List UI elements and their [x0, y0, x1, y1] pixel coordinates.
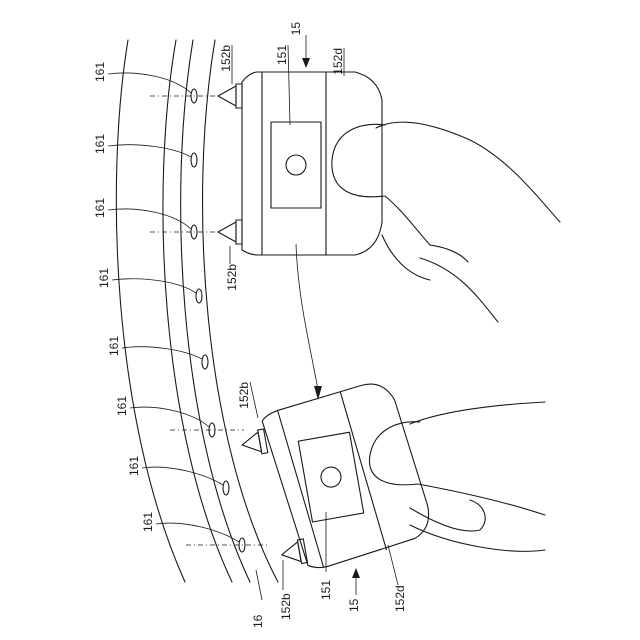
label-161: 161: [93, 62, 107, 82]
figure-labels: 15 151 152d 152b 152b 152b 152b 151 15 1…: [93, 22, 407, 628]
label-16: 16: [251, 614, 265, 628]
bottom-device: [235, 378, 435, 578]
bottom-device-body: [259, 378, 435, 574]
top-thumb: [332, 124, 385, 197]
rim-hole-4: [196, 289, 202, 303]
top-device-body: [242, 72, 382, 255]
label-15-top: 15: [289, 22, 303, 36]
label-151-bottom: 151: [319, 580, 333, 600]
label-161: 161: [127, 456, 141, 476]
label-161: 161: [107, 336, 121, 356]
top-pin-upper: [218, 86, 236, 106]
label-161: 161: [93, 134, 107, 154]
bottom-hand: [369, 402, 545, 551]
rim: [116, 40, 278, 582]
rim-hole-2: [191, 153, 197, 167]
label-161: 161: [93, 198, 107, 218]
rim-inner-edge-1: [163, 40, 232, 582]
bottom-thumb: [369, 422, 420, 485]
label-152d-bottom: 152d: [393, 585, 407, 612]
rim-inner-edge-2: [181, 40, 250, 582]
label-15-bottom: 15: [347, 598, 361, 612]
rim-hole-7: [223, 481, 229, 495]
rim-inner-edge-3: [203, 40, 278, 582]
top-device-sensor: [286, 155, 306, 175]
label-152b-top-lower: 152b: [225, 264, 239, 291]
rim-outer-edge: [116, 40, 185, 582]
rim-hole-5: [202, 355, 208, 369]
top-device-display: [271, 122, 321, 208]
label-leaders: [230, 45, 398, 600]
label-151-top: 151: [275, 45, 289, 65]
label-161: 161: [115, 396, 129, 416]
label-152b-bottom-lower: 152b: [279, 593, 293, 620]
placement-arrow: [296, 244, 318, 390]
label-161: 161: [141, 512, 155, 532]
top-device: [218, 72, 560, 322]
label-161: 161: [97, 268, 111, 288]
label-152b-top-upper: 152b: [219, 45, 233, 72]
label-152b-bottom-upper: 152b: [237, 382, 251, 409]
bottom-device-display: [298, 432, 363, 522]
bottom-device-sensor: [319, 466, 342, 489]
label-152d-top: 152d: [331, 48, 345, 75]
top-pin-lower: [218, 222, 236, 242]
